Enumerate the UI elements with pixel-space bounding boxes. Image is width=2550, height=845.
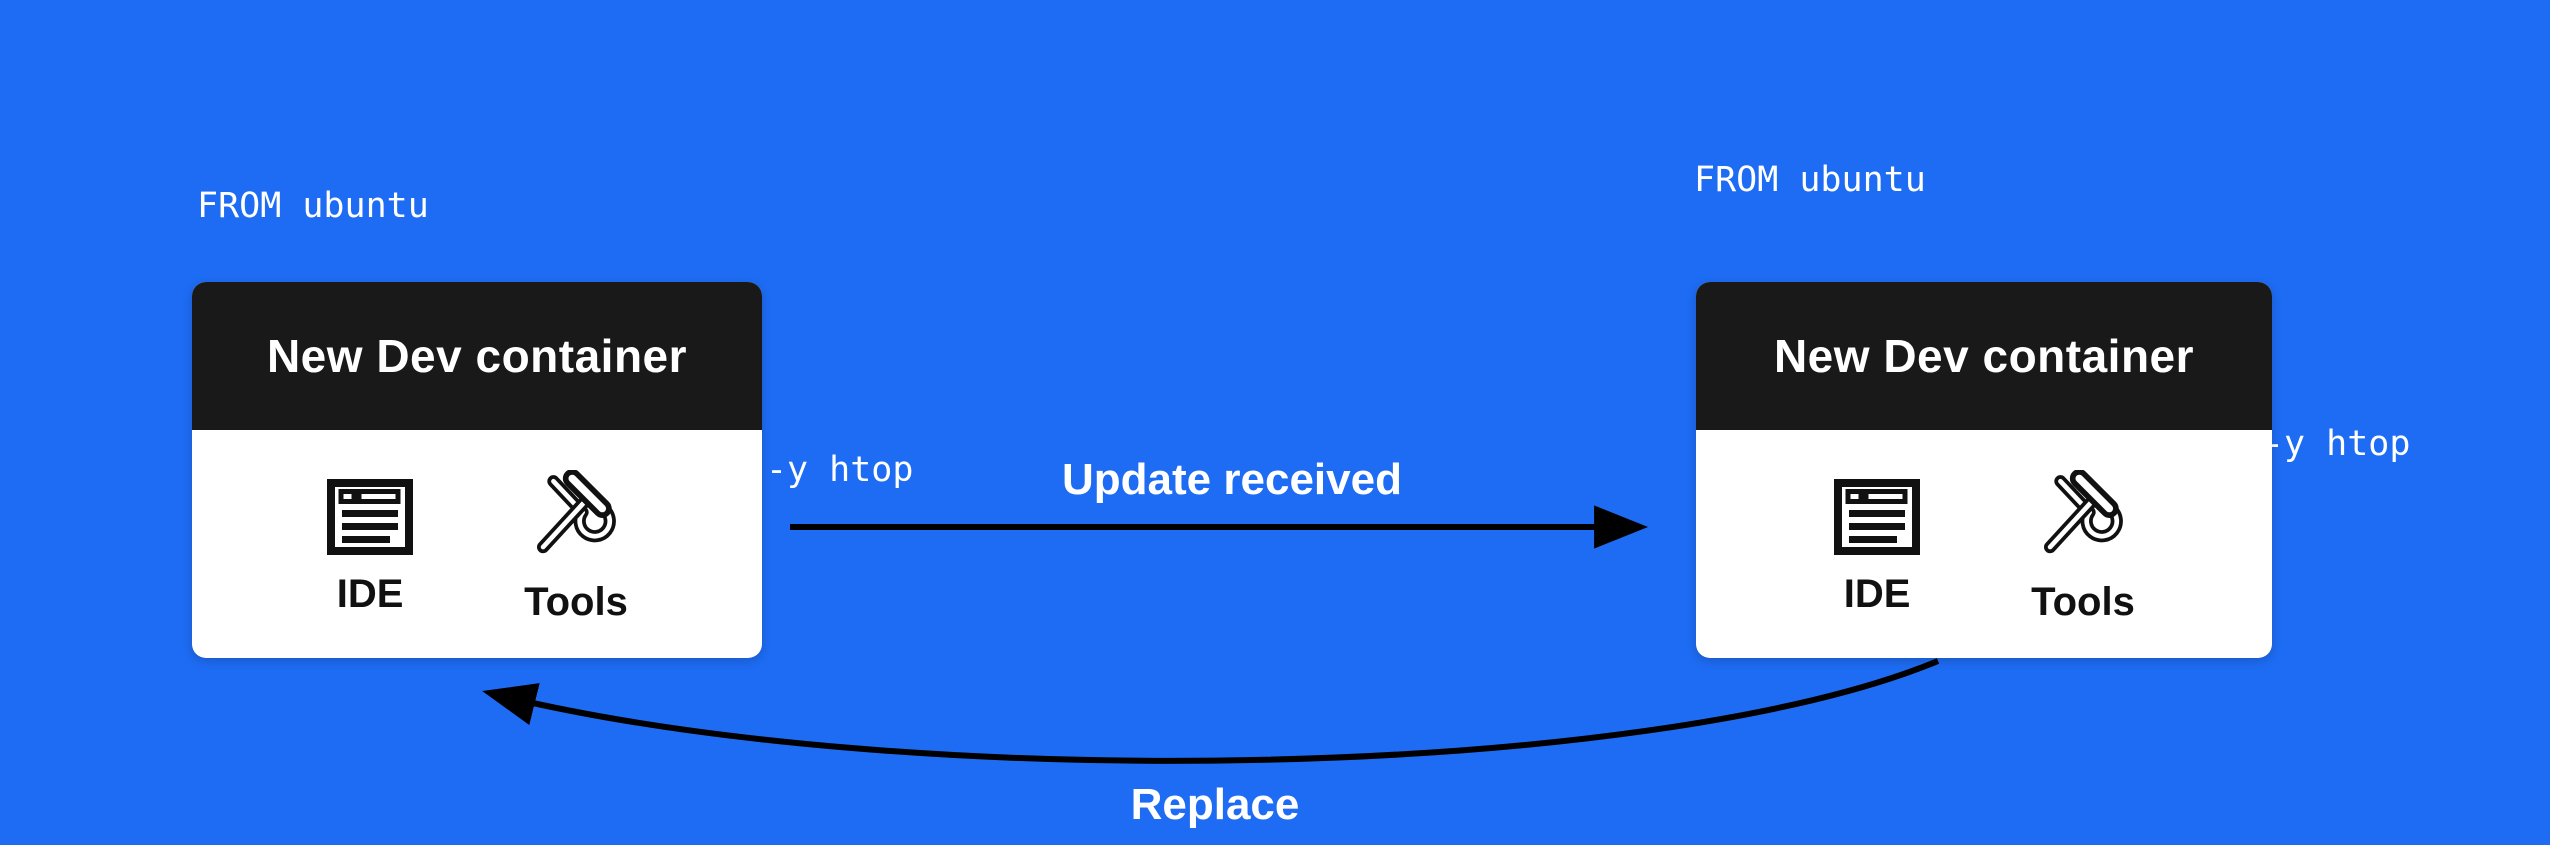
ide-window-icon (326, 478, 414, 556)
tools-item: Tools (524, 470, 628, 625)
ide-item: IDE (1833, 478, 1921, 617)
dev-container-body: IDE Tools (192, 430, 762, 658)
dev-container-card-right: New Dev container IDE Tools (1696, 282, 2272, 658)
dev-container-title: New Dev container (266, 330, 688, 382)
dev-container-title: New Dev container (1773, 330, 2195, 382)
update-received-label: Update received (1062, 455, 1402, 504)
ide-label: IDE (336, 571, 404, 616)
code-line: FROM ubuntu (1694, 160, 1926, 200)
tools-label: Tools (524, 579, 628, 624)
code-line: FROM ubuntu (197, 186, 429, 226)
hammer-tools-icon (529, 470, 623, 564)
ide-window-icon (1833, 478, 1921, 556)
ide-label: IDE (1843, 571, 1911, 616)
replace-label: Replace (1130, 780, 1300, 829)
dev-container-title-bar: New Dev container (1696, 282, 2272, 430)
dev-container-title-bar: New Dev container (192, 282, 762, 430)
hammer-tools-icon (2036, 470, 2130, 564)
tools-item: Tools (2031, 470, 2135, 625)
dev-container-body: IDE Tools (1696, 430, 2272, 658)
tools-label: Tools (2031, 579, 2135, 624)
dev-container-card-left: New Dev container IDE Tools (192, 282, 762, 658)
ide-item: IDE (326, 478, 414, 617)
